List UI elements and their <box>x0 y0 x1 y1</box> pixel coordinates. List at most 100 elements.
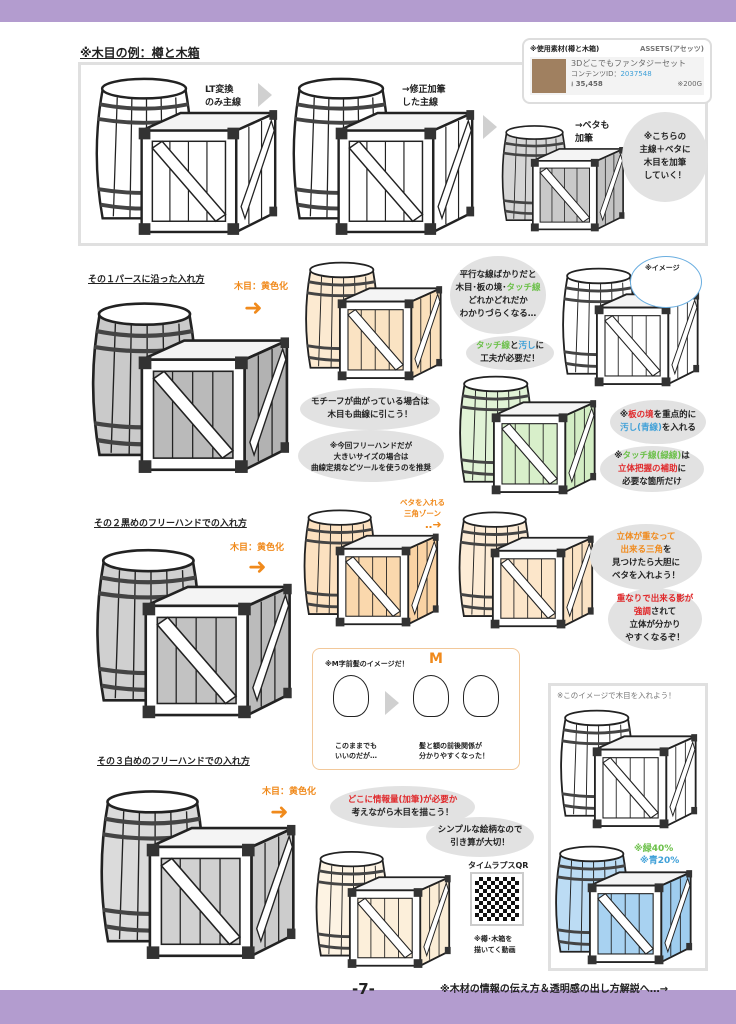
text-line: 加筆 <box>575 133 610 146</box>
text-line: 主線＋ベタに <box>639 144 690 157</box>
text-line: やすくなるぞ！ <box>625 632 685 645</box>
barrel-crate-green <box>452 370 602 495</box>
step1-label: LT変換のみ主線 <box>205 84 241 110</box>
text-line: 強調されて <box>634 606 676 619</box>
arrow-right-icon <box>258 83 272 107</box>
page-title: ※木目の例：樽と木箱 <box>80 46 200 60</box>
page-number: -7- <box>352 980 375 998</box>
assets-heading: ※使用素材(樽と木箱) <box>530 45 600 53</box>
text-segment: シンプルな絵柄なので <box>437 825 523 835</box>
text-segment: 主線＋ベタに <box>639 145 691 155</box>
board-edge-bubble: ※板の境を重点的に汚し(青線)を入れる <box>610 400 706 444</box>
text-segment: 工夫が必要だ！ <box>480 354 540 364</box>
text-segment: 平行な線ばかりだと <box>459 270 537 280</box>
asset-name[interactable]: 3Dどこでもファンタジーセット <box>571 59 687 68</box>
text-segment: 汚し(青線) <box>620 423 662 433</box>
text-line: ベタを入れる <box>400 497 445 508</box>
text-line: 大きいサイズの場合は <box>334 451 409 462</box>
text-line: 汚し(青線)を入れる <box>620 422 696 435</box>
orange-arrow-icon: ➜ <box>270 800 289 825</box>
yellow-label: 木目：黄色化 <box>262 787 317 797</box>
girl-face-after <box>413 675 449 717</box>
text-line: いいのだが… <box>335 751 377 761</box>
parallel-lines-bubble: 平行な線ばかりだと木目･板の境･タッチ線どれかどれだかわかりづらくなる… <box>450 256 546 334</box>
tool-note-bubble: ※今回フリーハンドだが大きいサイズの場合は曲線定規などツールを使うのを推奨 <box>298 430 444 482</box>
text-line: 髪と額の前後関係が <box>419 741 489 751</box>
text-line: 立体把握の補助に <box>618 463 686 476</box>
assets-card[interactable]: ※使用素材(樽と木箱) ASSETS(アセッツ) 3Dどこでもファンタジーセット… <box>522 38 712 104</box>
text-segment: ※こちらの <box>643 132 687 142</box>
text-segment: に <box>677 463 687 474</box>
text-segment: 引き算が大切！ <box>450 838 510 848</box>
intro-speech-bubble: ※こちらの主線＋ベタに木目を加筆していく！ <box>622 112 708 202</box>
barrel-crate-beta-zone <box>453 505 598 630</box>
girl-face-side <box>463 675 499 717</box>
top-band <box>0 0 736 22</box>
text-segment: LT変換 <box>205 85 234 95</box>
curve-bubble: モチーフが曲がっている場合は木目も曲線に引こう！ <box>300 388 440 430</box>
text-line: ※こちらの <box>644 131 686 144</box>
orange-arrow-icon: ➜ <box>244 296 263 321</box>
text-segment: 立体が分かり <box>629 620 681 630</box>
text-segment: 汚し <box>518 341 536 351</box>
text-segment: 木目･板の境･ <box>455 283 507 293</box>
text-segment: いいのだが… <box>335 752 377 760</box>
asset-thumbnail[interactable] <box>532 59 566 93</box>
text-line: シンプルな絵柄なので <box>438 824 523 837</box>
step2-label: →修正加筆した主線 <box>402 84 446 110</box>
text-line: 工夫が必要だ！ <box>480 353 540 366</box>
arrow-right-icon <box>385 691 399 715</box>
text-segment: ※樽･木箱を <box>474 935 513 943</box>
image-box-title: ※このイメージで木目を入れよう！ <box>557 691 676 700</box>
beta-zone-label: ベタを入れる三角ゾーン <box>400 497 445 519</box>
text-line: 木目も曲線に引こう！ <box>327 409 412 422</box>
text-line: ※今回フリーハンドだが <box>330 440 412 451</box>
text-line: ※タッチ線(緑線)は <box>614 450 690 463</box>
qr-caption: ※樽･木箱を描いてく動画 <box>474 934 516 956</box>
text-segment: を <box>663 545 672 555</box>
text-segment: は <box>681 450 690 461</box>
text-line: した主線 <box>402 97 446 110</box>
text-segment: ベタを入れる <box>400 498 445 507</box>
text-segment: 立体把握の補助 <box>617 463 678 474</box>
text-segment: →ベタも <box>575 121 610 131</box>
barrel-crate-beta <box>495 120 630 232</box>
download-count: 35,458 <box>575 80 603 88</box>
text-line: わかりづらくなる… <box>460 308 537 321</box>
text-segment: を入れる <box>661 423 696 433</box>
text-line: どこに情報量(加筆)が必要か <box>348 794 458 807</box>
barrel-crate-yellow <box>298 256 448 381</box>
text-segment: どこに情報量(加筆)が必要か <box>347 795 458 805</box>
text-line: 木目を加筆 <box>644 157 687 170</box>
text-line: 立体が重なって <box>616 531 675 544</box>
text-segment: 木目も曲線に引こう！ <box>327 410 413 420</box>
timelapse-qr-code[interactable] <box>470 872 524 926</box>
bottom-band <box>0 990 736 1024</box>
text-segment: 強調 <box>633 607 651 617</box>
text-line: 分かりやすくなった！ <box>419 751 489 761</box>
text-line: ※樽･木箱を <box>474 934 516 945</box>
caption-before: このままでもいいのだが… <box>335 741 377 761</box>
text-segment: 髪と額の前後関係が <box>419 742 482 750</box>
text-segment: タッチ線 <box>475 341 510 351</box>
download-icon: ⭳ <box>571 80 574 88</box>
text-line: 平行な線ばかりだと <box>460 269 537 282</box>
text-segment: このままでも <box>335 742 377 750</box>
green-percent: ※緑40% <box>634 844 674 854</box>
text-segment: 立体が重なって <box>616 532 676 542</box>
yellow-label: 木目：黄色化 <box>230 543 285 553</box>
orange-arrow-icon: ➜ <box>248 555 267 580</box>
text-line: していく！ <box>644 170 686 183</box>
touch-line-note-bubble: ※タッチ線(緑線)は立体把握の補助に必要な箇所だけ <box>600 446 704 492</box>
text-segment: ※ <box>619 410 629 420</box>
text-segment: のみ主線 <box>205 98 242 108</box>
text-line: 曲線定規などツールを使うのを推奨 <box>311 462 431 473</box>
next-page-link[interactable]: ※木材の情報の伝え方＆透明感の出し方解説へ…→ <box>440 984 669 995</box>
text-line: モチーフが曲がっている場合は <box>311 396 429 409</box>
text-segment: 重なりで出来る影が <box>616 594 694 604</box>
text-line: 描いてく動画 <box>474 945 516 956</box>
text-line: →ベタも <box>575 120 610 133</box>
yellow-label: 木目：黄色化 <box>234 282 289 292</box>
text-line: ※板の境を重点的に <box>620 409 696 422</box>
barrel-crate-orange <box>298 503 443 628</box>
